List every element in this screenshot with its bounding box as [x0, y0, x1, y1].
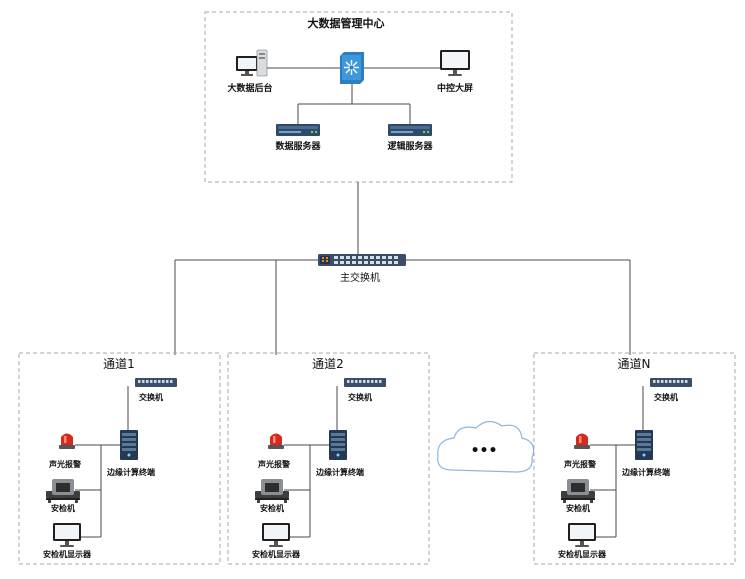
- alarm-label: 声光报警: [48, 459, 81, 469]
- alarm-light-icon: [574, 433, 590, 449]
- xray-display-monitor-icon: [568, 523, 596, 547]
- xray-machine-icon: [46, 479, 80, 503]
- main-switch-icon: [318, 254, 406, 266]
- alarm-light-icon: [268, 433, 284, 449]
- more-channels-ellipsis: •••: [471, 443, 498, 459]
- alarm-label: 声光报警: [257, 459, 290, 469]
- edge-terminal-icon: [329, 430, 347, 460]
- channel-2-group: 通道2 交换机 边缘计算终端 声光报警 安检机 安检机显示器: [227, 352, 430, 565]
- data-server-label: 数据服务器: [275, 140, 321, 152]
- data-center-group: 大数据管理中心 大数据后台: [204, 11, 513, 183]
- main-switch-label: 主交换机: [340, 271, 380, 284]
- edge-terminal-icon: [120, 430, 138, 460]
- xray-machine-label: 安检机: [566, 503, 590, 513]
- data-server-icon: [276, 124, 320, 136]
- big-data-backend-pc-icon: [236, 49, 268, 77]
- edge-terminal-label: 边缘计算终端: [315, 467, 364, 477]
- channel-frame: [533, 352, 736, 565]
- center-links: [262, 67, 440, 124]
- xray-display-label: 安检机显示器: [43, 549, 92, 559]
- central-screen-monitor-icon: [440, 50, 470, 76]
- central-screen-label: 中控大屏: [437, 82, 473, 94]
- logic-server-icon: [388, 124, 432, 136]
- big-data-backend-label: 大数据后台: [227, 82, 272, 94]
- xray-machine-icon: [561, 479, 595, 503]
- xray-display-monitor-icon: [53, 523, 81, 547]
- xray-display-monitor-icon: [262, 523, 290, 547]
- channel-1-group: 通道1 交换机 边缘计算终端 声光报警 安检机 安检机显示器: [18, 352, 221, 565]
- backbone-links: [174, 182, 631, 355]
- edge-terminal-label: 边缘计算终端: [621, 467, 670, 477]
- channel-switch-label: 交换机: [348, 392, 372, 402]
- logic-server-label: 逻辑服务器: [386, 140, 433, 152]
- xray-machine-icon: [255, 479, 289, 503]
- channel-frame: [227, 352, 430, 565]
- data-center-title: 大数据管理中心: [308, 16, 385, 30]
- xray-machine-label: 安检机: [260, 503, 284, 513]
- alarm-light-icon: [59, 433, 75, 449]
- channel-n-group: 通道N 交换机 边缘计算终端 声光报警 安检机 安检机显示器: [533, 352, 736, 565]
- edge-terminal-icon: [635, 430, 653, 460]
- channel-title: 通道1: [103, 357, 135, 371]
- channel-switch-icon: [135, 378, 177, 387]
- channel-switch-label: 交换机: [139, 392, 163, 402]
- xray-display-label: 安检机显示器: [252, 549, 301, 559]
- core-switch-icon: [340, 52, 364, 84]
- more-channels-cloud-icon: •••: [437, 420, 535, 473]
- xray-machine-label: 安检机: [51, 503, 75, 513]
- channel-frame: [18, 352, 221, 565]
- data-center-frame: [204, 11, 513, 183]
- alarm-label: 声光报警: [563, 459, 596, 469]
- edge-terminal-label: 边缘计算终端: [106, 467, 155, 477]
- channel-switch-icon: [650, 378, 692, 387]
- channel-switch-icon: [344, 378, 386, 387]
- channel-title: 通道N: [618, 357, 651, 371]
- channel-switch-label: 交换机: [654, 392, 678, 402]
- xray-display-label: 安检机显示器: [558, 549, 607, 559]
- channel-title: 通道2: [312, 357, 344, 371]
